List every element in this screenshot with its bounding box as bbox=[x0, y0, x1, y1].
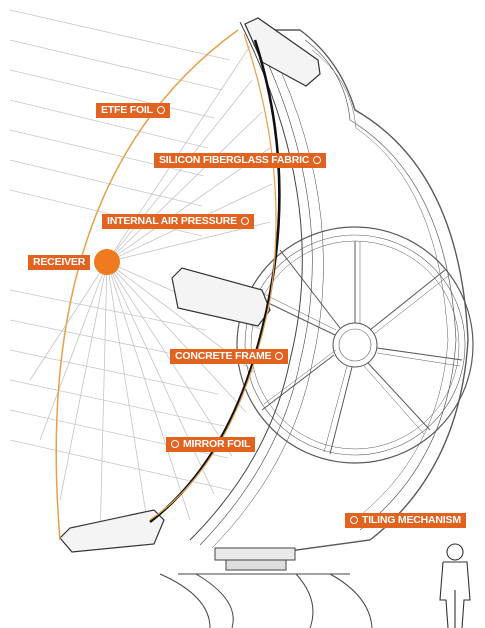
tiling-mechanism-marker-icon bbox=[350, 516, 358, 524]
base-supports bbox=[160, 548, 372, 628]
label-silicon-fiberglass-fabric: SILICON FIBERGLASS FABRIC bbox=[154, 153, 326, 168]
label-mirror-foil: MIRROR FOIL bbox=[166, 437, 255, 452]
label-internal-air-pressure: INTERNAL AIR PRESSURE bbox=[102, 214, 254, 229]
label-tiling-mechanism: TILING MECHANISM bbox=[345, 513, 466, 528]
concrete-frame-marker-icon bbox=[275, 352, 283, 360]
label-etfe-foil: ETFE FOIL bbox=[96, 103, 170, 118]
silicon-fabric-marker-icon bbox=[313, 156, 321, 164]
human-scale-figure bbox=[440, 544, 470, 628]
label-receiver: RECEIVER bbox=[28, 255, 90, 270]
mirror-foil-marker-icon bbox=[171, 440, 179, 448]
end-blocks bbox=[60, 18, 320, 552]
air-pressure-marker-icon bbox=[241, 217, 249, 225]
receiver-sphere bbox=[94, 249, 120, 275]
etfe-foil-marker-icon bbox=[157, 106, 165, 114]
incoming-rays bbox=[10, 10, 230, 490]
label-concrete-frame: CONCRETE FRAME bbox=[170, 349, 288, 364]
